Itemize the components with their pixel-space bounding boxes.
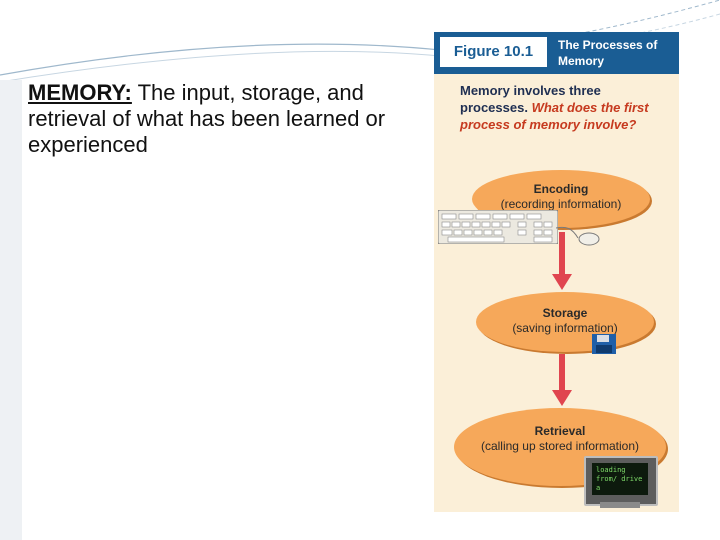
definition-body: The input, storage, and retrieval of wha… xyxy=(28,80,386,157)
monitor-icon: loading from/ drive a xyxy=(584,456,658,506)
left-margin-shade xyxy=(0,80,22,540)
memory-process-figure: Figure 10.1 The Processes of Memory Memo… xyxy=(434,32,679,512)
monitor-stand xyxy=(600,502,640,508)
retrieval-step-name: Retrieval xyxy=(534,424,586,438)
arrow-down-icon xyxy=(552,354,572,406)
arrow-down-icon xyxy=(552,232,572,290)
figure-title: The Processes of Memory xyxy=(558,38,658,68)
retrieval-step: Retrieval (calling up stored information… xyxy=(454,408,666,486)
mouse-cable xyxy=(556,226,579,239)
mouse-icon xyxy=(578,232,600,246)
figure-header: Figure 10.1 The Processes of Memory xyxy=(434,32,679,74)
definition-term: MEMORY: xyxy=(28,80,132,105)
storage-step-name: Storage xyxy=(542,306,588,320)
retrieval-step-desc: (calling up stored information) xyxy=(480,439,640,453)
storage-step-desc: (saving information) xyxy=(512,321,618,335)
figure-intro: Memory involves three processes. What do… xyxy=(460,82,665,133)
storage-step: Storage (saving information) xyxy=(476,292,654,352)
figure-label: Figure 10.1 xyxy=(440,37,547,67)
monitor-screen-text: loading from/ drive a xyxy=(596,466,643,492)
definition-text: MEMORY: The input, storage, and retrieva… xyxy=(28,80,408,158)
keyboard-icon xyxy=(438,210,558,244)
monitor-screen: loading from/ drive a xyxy=(592,463,648,495)
figure-intro-statement: Memory involves three processes. xyxy=(460,83,601,115)
encoding-step-desc: (recording information) xyxy=(500,197,622,211)
encoding-step-name: Encoding xyxy=(533,182,589,196)
figure-intro-question: What does the first process of memory in… xyxy=(460,100,649,132)
floppy-disk-icon xyxy=(592,334,616,354)
